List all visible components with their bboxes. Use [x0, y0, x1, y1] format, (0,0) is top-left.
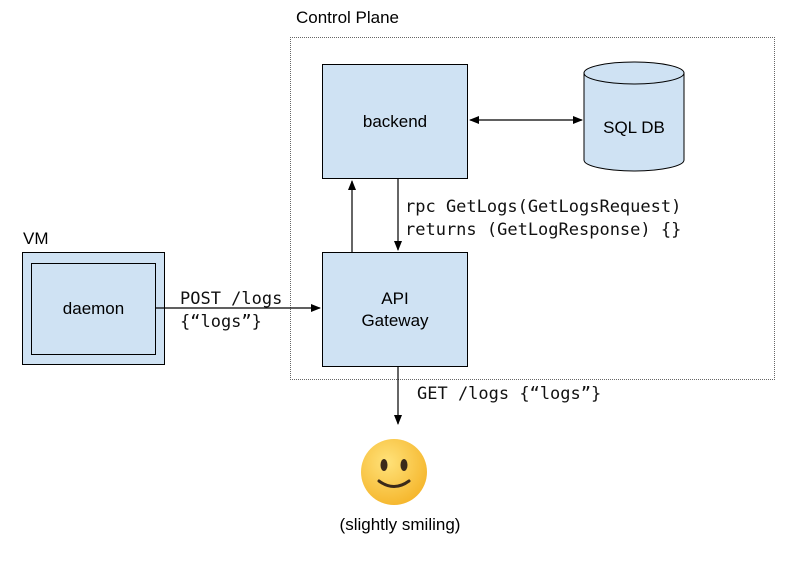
vm-title: VM [23, 229, 49, 248]
backend-node: backend [322, 64, 468, 179]
control-plane-title: Control Plane [296, 8, 400, 27]
sql-db-label: SQL DB [603, 118, 665, 137]
rpc-label-line2: returns (GetLogResponse) {} [405, 220, 682, 240]
smiley-caption: (slightly smiling) [339, 515, 461, 534]
backend-label: backend [362, 111, 428, 131]
post-label-line2: {“logs”} [180, 312, 262, 332]
daemon-label: daemon [62, 299, 125, 318]
api-gateway-node: API Gateway [322, 252, 468, 367]
slightly-smiling-face-icon [361, 439, 427, 505]
sql-db-node [583, 61, 685, 172]
daemon-node: daemon [31, 263, 156, 355]
control-plane-region [290, 37, 775, 380]
api-gateway-label: API Gateway [361, 288, 429, 330]
get-label: GET /logs {“logs”} [417, 384, 602, 404]
post-label-line1: POST /logs [180, 289, 283, 309]
rpc-label-line1: rpc GetLogs(GetLogsRequest) [405, 197, 682, 217]
